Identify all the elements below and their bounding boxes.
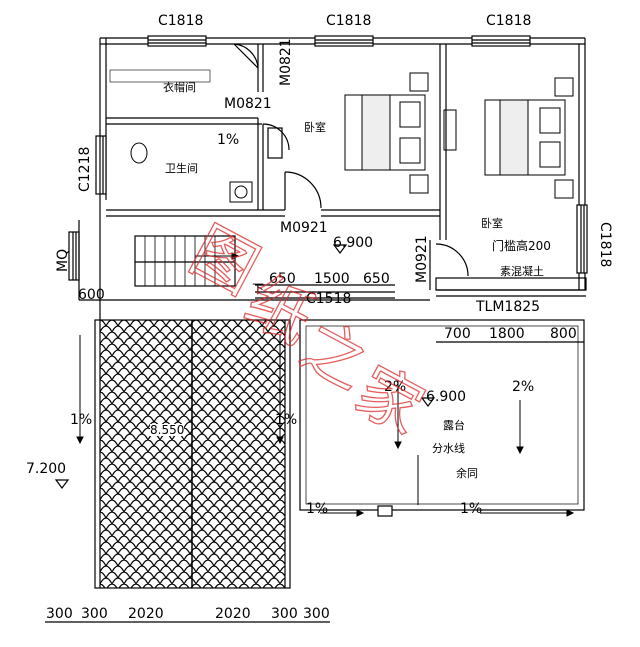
dim-left-600: 600 bbox=[78, 287, 105, 303]
door-label-bath: M0821 bbox=[224, 96, 272, 112]
dim-stair-a: 650 bbox=[269, 271, 296, 287]
dim-bottom-1: 300 bbox=[46, 606, 73, 622]
window-top-1 bbox=[147, 35, 207, 47]
slope-roof-left: 1% bbox=[70, 412, 93, 428]
elevation-floor: 6.900 bbox=[333, 235, 374, 251]
dim-door-a: 700 bbox=[444, 326, 471, 342]
slope-bottom-left: 1% bbox=[306, 501, 329, 517]
elevation-ridge: 8.550 bbox=[150, 423, 185, 437]
door-label-bedroom1: M0921 bbox=[280, 220, 328, 236]
window-label-top-2: C1818 bbox=[326, 13, 372, 29]
window-label-top-3: C1818 bbox=[486, 13, 532, 29]
dim-stair-c: 650 bbox=[363, 271, 390, 287]
bed-1 bbox=[344, 72, 457, 194]
window-label-right: C1818 bbox=[597, 222, 613, 268]
dim-bottom-4: 2020 bbox=[215, 606, 251, 622]
door-swing-bed1 bbox=[284, 171, 322, 209]
dim-bottom-3: 2020 bbox=[128, 606, 164, 622]
slope-terrace-right: 2% bbox=[512, 379, 535, 395]
room-bath: 卫生间 bbox=[165, 162, 198, 175]
dim-door-c: 800 bbox=[550, 326, 577, 342]
bed-2 bbox=[484, 77, 574, 199]
room-terrace: 露台 bbox=[443, 419, 465, 432]
slope-bath: 1% bbox=[217, 132, 240, 148]
toilet bbox=[130, 142, 148, 164]
slope-terrace-left: 2% bbox=[384, 379, 407, 395]
elevation-terrace: 6.900 bbox=[426, 389, 467, 405]
label-same: 余同 bbox=[456, 467, 478, 480]
door-label-bedroom2: M0921 bbox=[414, 235, 430, 283]
window-top-3 bbox=[471, 35, 531, 47]
window-left bbox=[95, 135, 107, 195]
sill-concrete bbox=[435, 277, 587, 291]
window-right bbox=[576, 204, 588, 274]
label-down: 下 bbox=[252, 282, 265, 296]
slope-roof-right: 1% bbox=[275, 412, 298, 428]
door-swing-bath bbox=[262, 123, 290, 151]
window-label-stair: C1518 bbox=[306, 291, 352, 307]
label-sill-note: 门槛高200 bbox=[492, 239, 551, 253]
room-bedroom1: 卧室 bbox=[304, 121, 326, 134]
label-divide-line: 分水线 bbox=[432, 442, 465, 455]
door-label-closet: M0821 bbox=[278, 38, 294, 86]
elevation-roof-edge: 7.200 bbox=[26, 461, 67, 477]
window-top-2 bbox=[314, 35, 374, 47]
window-label-left: C1218 bbox=[77, 146, 93, 192]
label-concrete: 素混凝土 bbox=[500, 265, 544, 278]
room-bedroom2: 卧室 bbox=[481, 217, 503, 230]
terrace-boundary bbox=[299, 319, 585, 511]
label-mq: MQ bbox=[55, 248, 71, 272]
slope-bottom-right: 1% bbox=[460, 501, 483, 517]
dim-door-b: 1800 bbox=[489, 326, 525, 342]
dim-bottom-5: 300 bbox=[271, 606, 298, 622]
door-swing-bed2 bbox=[435, 243, 469, 277]
dim-bottom-6: 300 bbox=[303, 606, 330, 622]
balcony-door-label: TLM1825 bbox=[476, 299, 541, 315]
door-swing-closet bbox=[233, 43, 259, 69]
dim-bottom-2: 300 bbox=[81, 606, 108, 622]
room-closet: 衣帽间 bbox=[163, 81, 196, 94]
dim-stair-b: 1500 bbox=[314, 271, 350, 287]
window-label-top-1: C1818 bbox=[158, 13, 204, 29]
